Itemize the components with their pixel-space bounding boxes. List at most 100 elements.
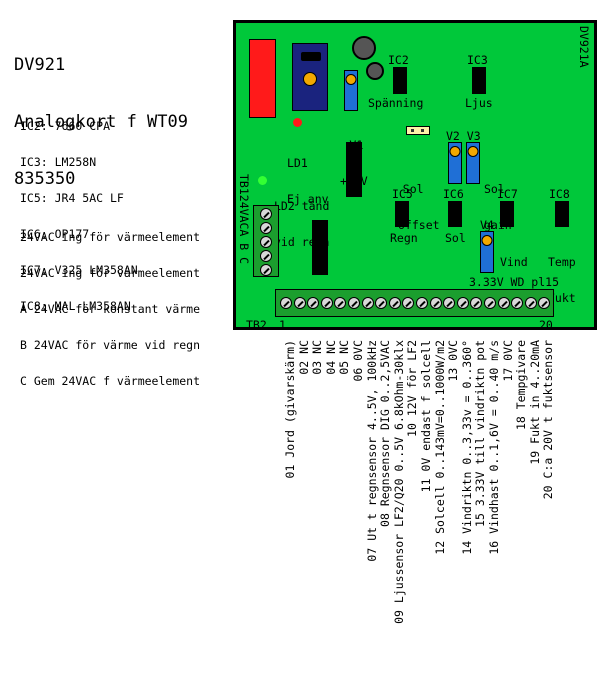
tb2-pin-description: 04 NC: [323, 340, 338, 375]
ic5-label: IC5: [392, 187, 413, 201]
tb2-pin-description: 20 C:a 20V t fuktsensor: [541, 340, 556, 500]
ic2-label: IC2: [388, 53, 409, 67]
pot-screw: [467, 146, 479, 157]
board-id: DV921A: [577, 26, 591, 68]
regulator-tab: [301, 52, 321, 61]
capacitor-small: [366, 62, 384, 80]
ic-list-item: IC3: LM258N: [20, 155, 97, 169]
relay: [249, 39, 276, 118]
tb2-pin-description: 13 0VC: [446, 340, 461, 382]
terminal-block-tb2: [275, 289, 554, 317]
tb2-terminal: [348, 297, 360, 309]
tb2-terminal: [484, 297, 496, 309]
tb2-terminal: [293, 297, 306, 309]
tb1-terminal: [260, 222, 272, 234]
ic-list: IC2: 7660 CPA IC3: LM258N IC5: JR4 5AC L…: [20, 96, 138, 324]
ic6-function: Sol: [445, 231, 466, 245]
ic3-label: IC3: [467, 53, 488, 67]
wd-label: 3.33V WD pl15: [469, 275, 560, 289]
tb2-terminal: [280, 297, 292, 309]
tb2-label: TB2: [246, 318, 267, 332]
ic-list-item: IC8: MAL LM358AN: [20, 299, 131, 313]
potentiometer-v1: [344, 70, 358, 111]
tb2-pin-description: 18 Tempgivare: [514, 340, 529, 431]
tb2-terminal: [320, 297, 333, 309]
ic5-chip: [395, 201, 409, 227]
ic8-function: Temp Fukt: [548, 255, 576, 305]
document-title: DV921 Analogkort f WT09 835350: [14, 18, 188, 208]
ic3-chip: [472, 67, 486, 94]
tb2-terminal: [497, 297, 510, 309]
ic-list-item: IC6: OP177: [20, 227, 90, 241]
potentiometer-v4: [480, 231, 494, 273]
potentiometer-v2: [448, 142, 462, 184]
tb1-legend-item: B 24VAC för värme vid regn: [20, 338, 201, 352]
title-line: Analogkort f WT09: [14, 112, 188, 132]
jumper: [406, 126, 430, 135]
tb1-legend-item: 24VAC ing för värmeelement: [20, 266, 201, 280]
tb1-legend: 24VAC ing för värmeelement 24VAC ing för…: [20, 207, 200, 399]
dip-chip-lower: [312, 220, 328, 275]
led-ld1: [293, 118, 302, 127]
tb2-pin-description: 19 Fukt in 4..20mA: [527, 340, 542, 465]
ld1-label: LD1 Ej anv: [287, 156, 329, 206]
tb2-pin-description: 09 Ljussensor LF2/Q20 0..5V 6.8kOhm-30kl…: [391, 340, 406, 624]
tb2-pin-description: 15 3.33V till vindriktn pot: [473, 340, 488, 527]
tb1-terminal: [260, 236, 272, 248]
pot-screw: [345, 74, 357, 85]
tb2-terminal: [470, 297, 483, 309]
tb2-terminal: [429, 297, 442, 309]
terminal-block-tb1: [253, 205, 279, 277]
ic-list-item: IC7: V325 LM358AN: [20, 263, 138, 277]
tb2-pin-description: 02 NC: [296, 340, 311, 375]
tb2-terminal: [511, 297, 524, 309]
ic7-label: IC7: [497, 187, 518, 201]
led-ld2: [258, 176, 267, 185]
tb1-label: TB124VACA B C: [237, 174, 251, 265]
tb1-terminal: [260, 208, 272, 220]
tb1-terminal: [260, 250, 272, 262]
tb2-pin-description: 17 0VC: [500, 340, 515, 382]
tb2-terminal: [334, 297, 347, 309]
pot-screw: [481, 235, 493, 246]
tb2-pin-description: 03 NC: [310, 340, 325, 375]
title-line: DV921: [14, 55, 66, 75]
ic6-label: IC6: [443, 187, 464, 201]
tb1-legend-item: 24VAC ing för värmeelement: [20, 230, 201, 244]
tb2-terminal: [538, 297, 551, 309]
tb1-legend-item: C Gem 24VAC f värmeelement: [20, 374, 201, 388]
regulator-screw: [303, 72, 317, 86]
v4-label: V4: [480, 218, 494, 232]
pot-screw: [449, 146, 461, 157]
tb2-pin-description: 14 Vindriktn 0..3,33v = 0..360°: [459, 340, 474, 555]
ic7-chip: [500, 201, 514, 227]
tb1-legend-item: A 24VAC för konstant värme: [20, 302, 201, 316]
ic-list-item: IC2: 7660 CPA: [20, 119, 111, 133]
tb2-pin-description: 10 12V för LF2: [405, 340, 420, 437]
dip-chip-center: [346, 142, 362, 197]
ic2-chip: [393, 67, 407, 94]
tb2-pin-description: 12 Solcell 0..143mV=0..1000W/m2: [432, 340, 447, 555]
tb2-terminal: [524, 297, 537, 309]
voltage-regulator: [292, 43, 328, 111]
tb2-pin-description: 06 0VC: [351, 340, 365, 382]
tb2-first-pin: 1: [279, 318, 286, 332]
tb2-pin-description: 01 Jord (givarskärm): [283, 340, 297, 479]
potentiometer-v3: [466, 142, 480, 184]
tb2-pin-description: 08 Regnsensor DIG 0..2,5VAC: [378, 340, 393, 527]
tb2-terminal: [456, 297, 469, 309]
tb2-pin-description: 16 Vindhast 0..1,6V = 0..40 m/s: [487, 340, 501, 555]
tb2-terminal: [361, 297, 374, 309]
ic2-function: Spänning: [368, 96, 424, 110]
tb2-terminal: [402, 297, 415, 309]
tb1-terminal: [260, 264, 272, 276]
tb2-pin-description: 11 0V endast f solcell: [419, 340, 433, 493]
capacitor-large: [352, 36, 376, 60]
tb2-terminal: [307, 297, 320, 309]
ic-list-item: IC5: JR4 5AC LF: [20, 191, 124, 205]
ic3-function: Ljus: [465, 96, 493, 110]
tb2-pin-description: 05 NC: [337, 340, 352, 375]
tb2-terminal: [375, 297, 388, 309]
ic8-label: IC8: [549, 187, 570, 201]
v2-v3-label: V2 V3: [446, 129, 481, 143]
